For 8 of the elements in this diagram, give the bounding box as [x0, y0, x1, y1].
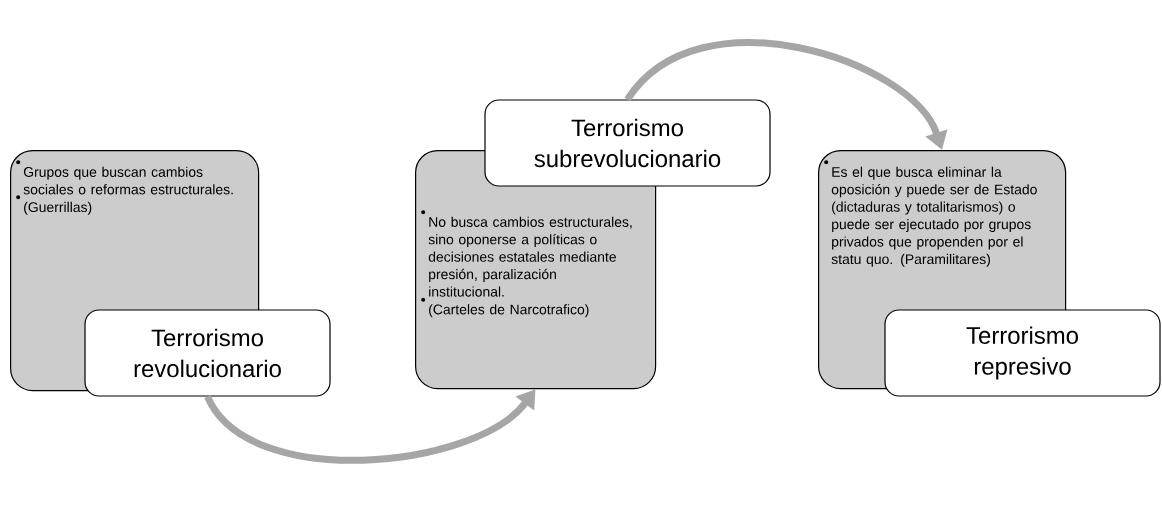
title-box: Terrorismo subrevolucionario: [484, 99, 771, 187]
title-box: Terrorismo represivo: [884, 309, 1161, 397]
bullet-text: Es el que busca eliminar la oposición y puede ser de Estado (dictaduras y totalitarismos) o puede ser ejecutado por grupos privados que propenden por el statu quo. (Paramilitares): [831, 166, 1037, 267]
title-box: Terrorismo revolucionario: [84, 309, 331, 397]
bullet-text: (Guerrillas): [24, 201, 92, 215]
bullet-text: (Carteles de Narcotrafico): [429, 304, 589, 318]
bullet-text: Grupos que buscan cambios sociales o reformas estructurales.: [23, 166, 233, 195]
bullet-text: No busca cambios estructurales, sino oponerse a políticas o decisiones estatales mediante presión, paralización institucional.: [428, 216, 632, 297]
